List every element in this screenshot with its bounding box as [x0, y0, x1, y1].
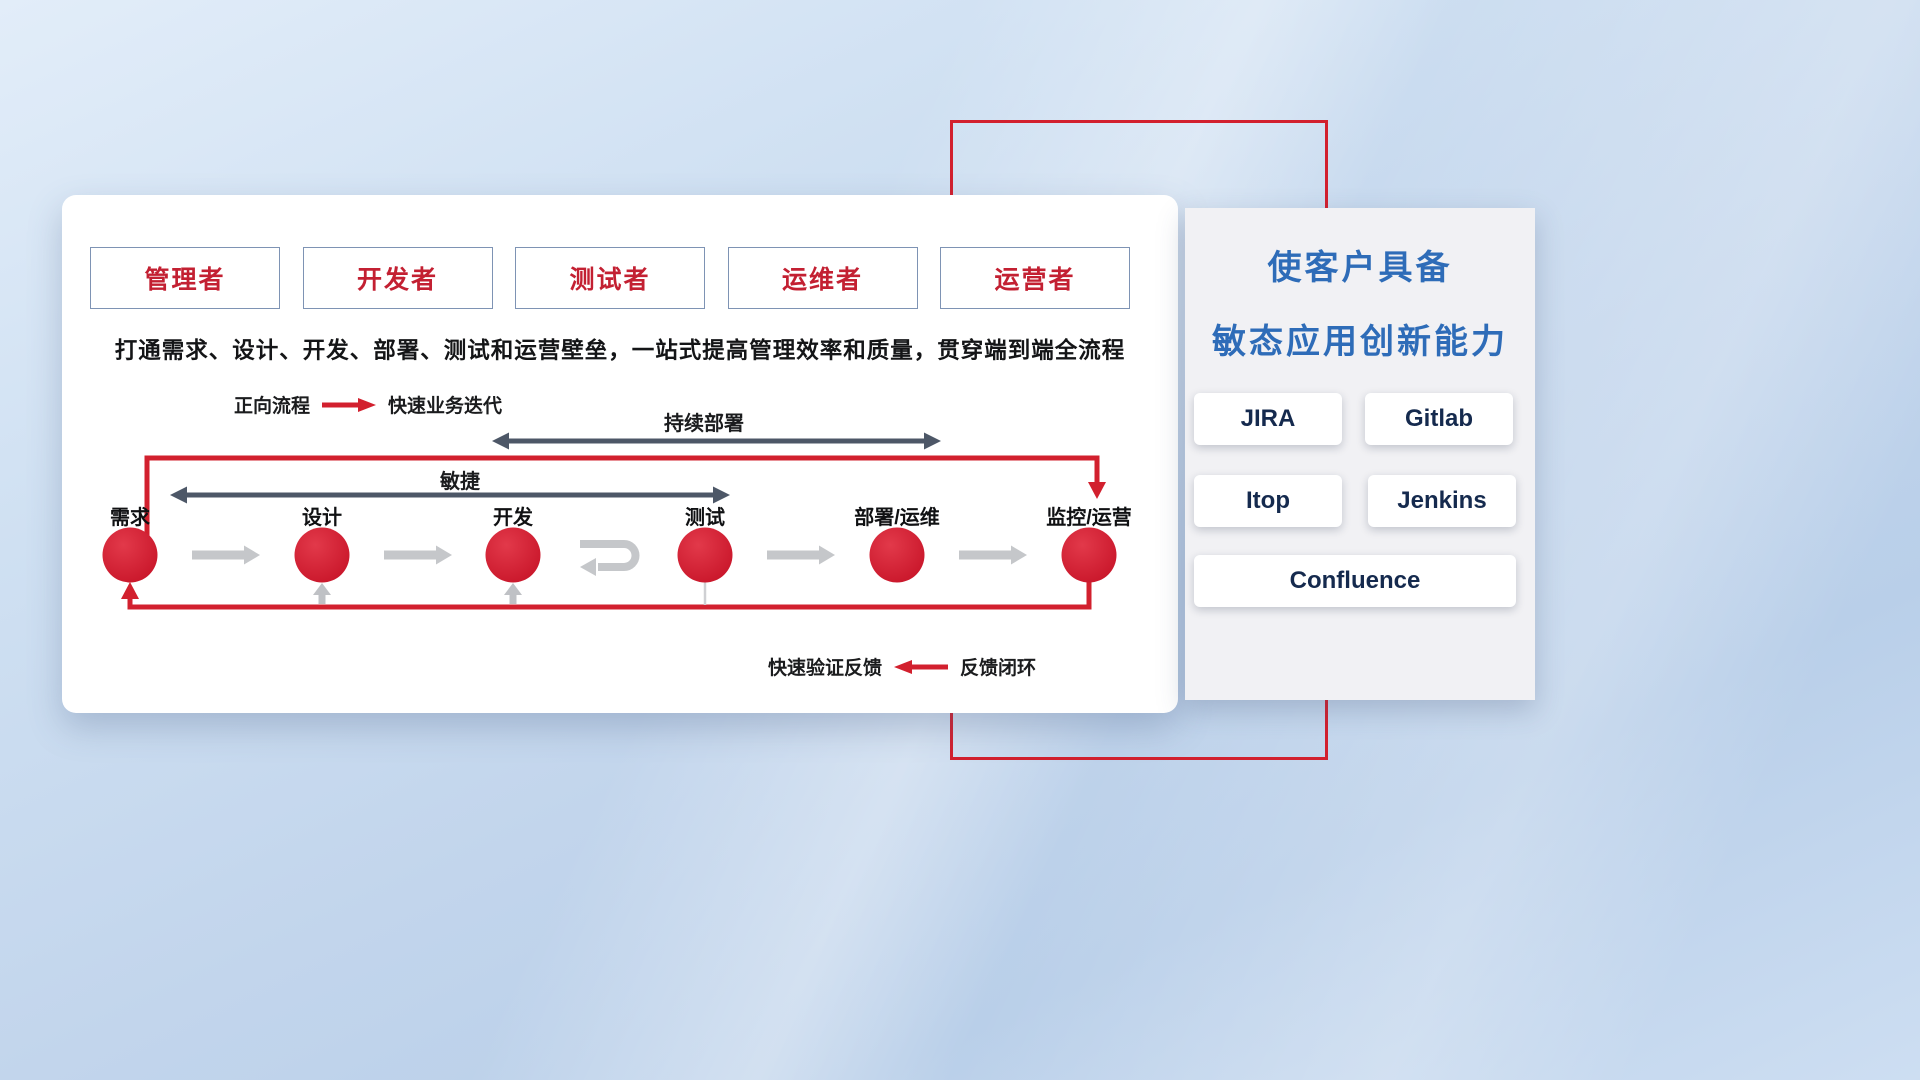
forward-legend-label: 正向流程 — [234, 396, 311, 417]
continuous-deploy-label: 持续部署 — [664, 413, 744, 435]
flow-diagram — [102, 432, 1117, 610]
role-box-manager: 管理者 — [90, 247, 280, 309]
role-label: 运维者 — [781, 266, 863, 294]
forward-loop-arrow — [144, 455, 1106, 536]
stage-arrow — [192, 545, 260, 565]
forward-arrow-icon — [322, 397, 377, 412]
continuous-deploy-arrow — [492, 432, 941, 450]
role-box-operator: 运营者 — [940, 247, 1130, 309]
role-label: 管理者 — [144, 266, 226, 294]
tools-panel: 使客户具备 敏态应用创新能力 JIRA Gitlab Itop Jenkins … — [1185, 208, 1535, 700]
stage-label-design: 设计 — [302, 507, 342, 529]
feedback-up-arrow — [313, 583, 331, 604]
tool-chip-itop: Itop — [1194, 475, 1342, 527]
stage-label-testing: 测试 — [685, 507, 725, 529]
stage-arrow — [767, 545, 835, 565]
role-box-developer: 开发者 — [302, 247, 493, 309]
stage-arrow — [959, 545, 1027, 565]
iterate-uturn-arrow — [580, 540, 640, 576]
workflow-panel: 管理者 开发者 测试者 运维者 运营者 打通需求、设计、开发、部署、测试和运营壁… — [62, 195, 1178, 713]
role-label: 测试者 — [569, 266, 651, 294]
forward-legend: 正向流程 快速业务迭代 — [234, 391, 502, 418]
feedback-legend: 快速验证反馈 反馈闭环 — [768, 653, 1036, 680]
stage-node-circle-deploy-ops — [869, 527, 925, 583]
stage-label-development: 开发 — [493, 507, 533, 529]
stage-label-requirements: 需求 — [110, 507, 150, 529]
agile-label: 敏捷 — [440, 471, 480, 493]
side-panel-title-line1: 使客户具备 — [1267, 249, 1453, 287]
feedback-up-arrow — [504, 583, 522, 604]
tool-chip-jenkins: Jenkins — [1368, 475, 1516, 527]
forward-legend-desc: 快速业务迭代 — [388, 396, 503, 417]
stage-node-circle-design — [294, 527, 350, 583]
stage-node-circle-requirements — [102, 527, 158, 583]
role-label: 运营者 — [994, 266, 1076, 294]
agile-arrow — [170, 486, 730, 504]
panel-description: 打通需求、设计、开发、部署、测试和运营壁垒，一站式提高管理效率和质量，贯穿端到端… — [114, 338, 1126, 363]
role-row: 管理者 开发者 测试者 运维者 运营者 — [90, 247, 1130, 311]
stage-node-circle-development — [485, 527, 541, 583]
role-box-tester: 测试者 — [515, 247, 705, 309]
feedback-arrow-icon — [894, 659, 949, 674]
stage-node-circle-monitor-operations — [1061, 527, 1117, 583]
stage-label-deploy-ops: 部署/运维 — [854, 507, 940, 529]
role-label: 开发者 — [356, 266, 438, 294]
tool-chip-confluence: Confluence — [1194, 555, 1516, 607]
feedback-legend-desc: 快速验证反馈 — [768, 658, 883, 679]
stage-label-monitor-operations: 监控/运营 — [1046, 507, 1132, 529]
stage-node-circle-testing — [677, 527, 733, 583]
feedback-loop-arrow — [121, 582, 1092, 610]
side-panel-title-line2: 敏态应用创新能力 — [1212, 323, 1508, 361]
tool-chip-jira: JIRA — [1194, 393, 1342, 445]
tool-chip-gitlab: Gitlab — [1365, 393, 1513, 445]
role-box-ops: 运维者 — [727, 247, 918, 309]
feedback-legend-label: 反馈闭环 — [960, 658, 1037, 679]
stage-arrow — [384, 545, 452, 565]
